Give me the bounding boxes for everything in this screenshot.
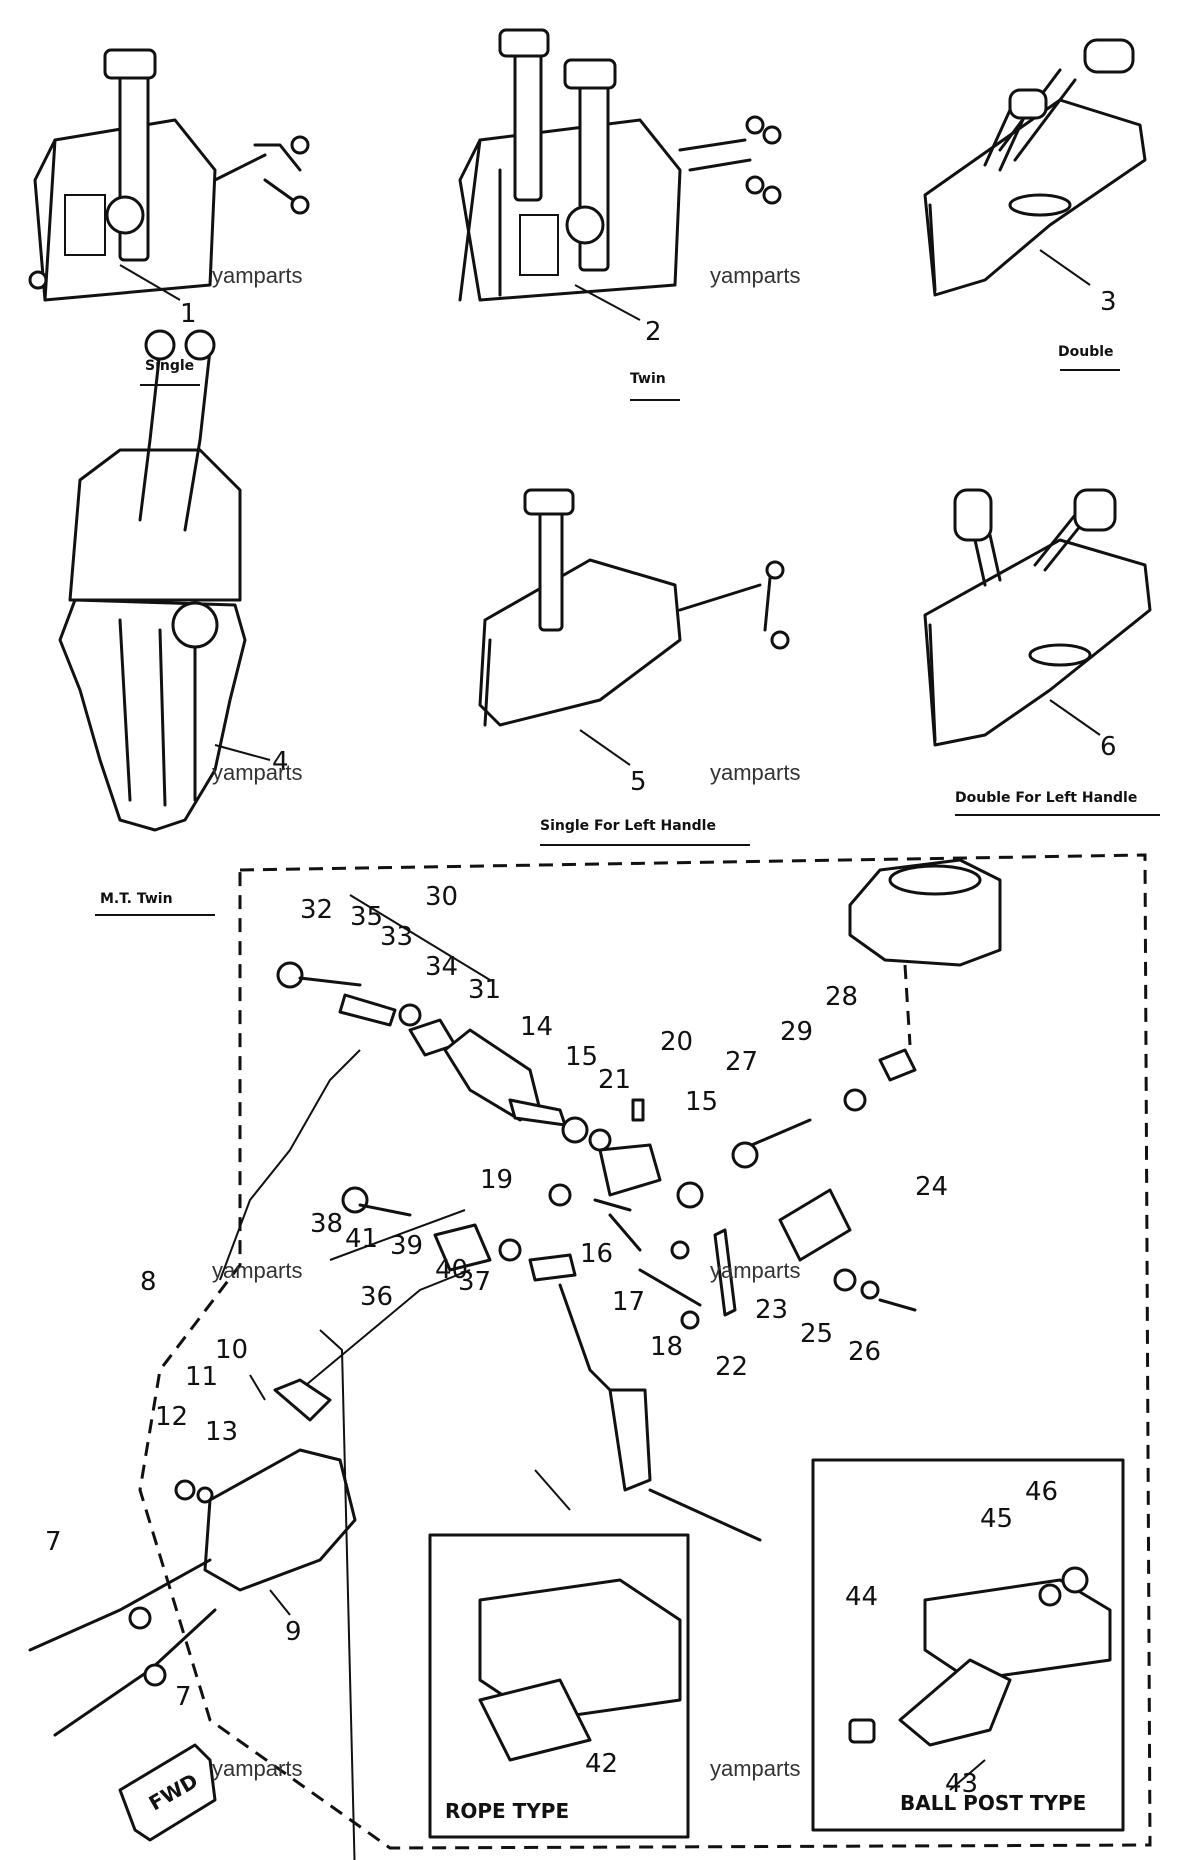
part-number-18: 18 <box>650 1332 683 1362</box>
watermark-3: yamparts <box>212 760 302 785</box>
part-number-29: 29 <box>780 1017 813 1047</box>
part-number-3: 3 <box>1100 287 1117 317</box>
part-number-15-a: 15 <box>565 1042 598 1072</box>
part-number-27: 27 <box>725 1047 758 1077</box>
part-number-40: 40 <box>435 1255 468 1285</box>
cable-bracket <box>174 1378 357 1592</box>
part-number-34: 34 <box>425 952 458 982</box>
part-number-1: 1 <box>180 299 197 329</box>
caption-rope-type: ROPE TYPE <box>445 1799 569 1823</box>
fwd-arrow <box>118 1743 217 1842</box>
part-number-38: 38 <box>310 1209 343 1239</box>
part-number-14: 14 <box>520 1012 553 1042</box>
remote-control-twin <box>458 28 782 302</box>
watermark-7: yamparts <box>212 1756 302 1781</box>
caption-single: Single <box>145 358 194 374</box>
part-number-31: 31 <box>468 975 501 1005</box>
watermark-2: yamparts <box>710 263 800 288</box>
ball-post-type-inset <box>811 1458 1125 1832</box>
part-number-7-lower: 7 <box>175 1682 192 1712</box>
part-number-labels: 1 2 3 4 5 6 7 7 8 9 10 11 12 13 14 15 15… <box>45 287 1117 1799</box>
part-number-23: 23 <box>755 1295 788 1325</box>
part-number-19: 19 <box>480 1165 513 1195</box>
part-number-15-b: 15 <box>685 1087 718 1117</box>
rope-type-inset <box>428 1533 690 1839</box>
part-number-37: 37 <box>458 1267 491 1297</box>
captions: Single Twin Double M.T. Twin Single For … <box>100 344 1137 1823</box>
part-number-7-upper: 7 <box>45 1527 62 1557</box>
part-number-43: 43 <box>945 1769 978 1799</box>
watermark-6: yamparts <box>710 1258 800 1283</box>
watermark-4: yamparts <box>710 760 800 785</box>
part-number-10: 10 <box>215 1335 248 1365</box>
part-number-39: 39 <box>390 1231 423 1261</box>
part-number-4: 4 <box>272 747 289 777</box>
part-number-44: 44 <box>845 1582 878 1612</box>
caption-single-left: Single For Left Handle <box>540 818 716 834</box>
part-number-21: 21 <box>598 1065 631 1095</box>
caption-double: Double <box>1058 344 1114 360</box>
part-number-36: 36 <box>360 1282 393 1312</box>
remote-control-double <box>923 38 1147 297</box>
caption-twin: Twin <box>630 371 666 387</box>
part-number-35: 35 <box>350 902 383 932</box>
part-number-13: 13 <box>205 1417 238 1447</box>
caption-mt-twin: M.T. Twin <box>100 891 173 907</box>
part-number-8: 8 <box>140 1267 157 1297</box>
part-number-2: 2 <box>645 317 662 347</box>
part-number-6: 6 <box>1100 732 1117 762</box>
part-number-24: 24 <box>915 1172 948 1202</box>
shift-cables <box>28 1558 217 1737</box>
part-number-32: 32 <box>300 895 333 925</box>
caption-double-left: Double For Left Handle <box>955 790 1137 806</box>
part-number-22: 22 <box>715 1352 748 1382</box>
watermark-1: yamparts <box>212 263 302 288</box>
part-number-16: 16 <box>580 1239 613 1269</box>
part-number-20: 20 <box>660 1027 693 1057</box>
part-number-17: 17 <box>612 1287 645 1317</box>
watermarks: yamparts yamparts yamparts yamparts yamp… <box>212 263 800 1781</box>
part-number-12: 12 <box>155 1402 188 1432</box>
part-number-9: 9 <box>285 1617 302 1647</box>
part-number-28: 28 <box>825 982 858 1012</box>
watermark-5: yamparts <box>212 1258 302 1283</box>
part-number-26: 26 <box>848 1337 881 1367</box>
part-number-11: 11 <box>185 1362 218 1392</box>
remote-control-double-left <box>923 488 1152 747</box>
remote-control-single-left <box>478 488 790 727</box>
watermark-8: yamparts <box>710 1756 800 1781</box>
part-number-5: 5 <box>630 767 647 797</box>
leader-lines <box>119 249 1101 1860</box>
part-number-30: 30 <box>425 882 458 912</box>
part-number-46: 46 <box>1025 1477 1058 1507</box>
part-number-41: 41 <box>345 1224 378 1254</box>
remote-control-single <box>28 48 310 302</box>
linkage-assembly <box>219 961 917 1542</box>
mount-bracket <box>848 858 1002 1046</box>
part-number-25: 25 <box>800 1319 833 1349</box>
caption-underlines <box>95 369 1160 916</box>
part-number-45: 45 <box>980 1504 1013 1534</box>
exploded-view-outline <box>138 853 1152 1850</box>
caption-ball-post-type: BALL POST TYPE <box>900 1791 1086 1815</box>
part-number-42: 42 <box>585 1749 618 1779</box>
part-number-33: 33 <box>380 922 413 952</box>
remote-control-mt-twin <box>58 329 247 832</box>
